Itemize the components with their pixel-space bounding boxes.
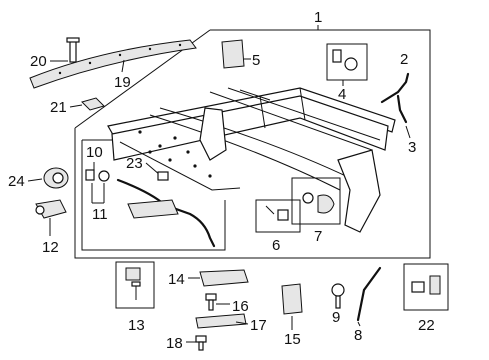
bolt-16 xyxy=(205,293,217,311)
bolt-20 xyxy=(66,37,80,63)
leader-8 xyxy=(357,321,361,327)
callout-12: 12 xyxy=(42,239,59,256)
leader-3 xyxy=(405,125,411,139)
callout-19: 19 xyxy=(114,74,131,91)
callout-23: 23 xyxy=(126,155,143,172)
callout-5: 5 xyxy=(252,52,260,69)
cable-3 xyxy=(396,94,408,124)
connector-23 xyxy=(157,171,169,181)
label-15 xyxy=(281,283,303,315)
callout-9: 9 xyxy=(332,309,340,326)
callout-7: 7 xyxy=(314,228,322,245)
weatherstrip-19 xyxy=(29,39,197,89)
clip-12 xyxy=(35,199,67,219)
arm-8 xyxy=(356,266,382,322)
push-pin-7 xyxy=(302,192,335,214)
callout-6: 6 xyxy=(272,237,280,254)
bracket-17 xyxy=(195,313,247,329)
callout-21: 21 xyxy=(50,99,67,116)
callout-17: 17 xyxy=(250,317,267,334)
callout-15: 15 xyxy=(284,331,301,348)
hinge-plate-14 xyxy=(199,269,249,287)
fastener-13 xyxy=(125,267,141,300)
fastener-11 xyxy=(85,169,110,182)
clip-4a xyxy=(332,49,342,63)
main-assembly-frame xyxy=(74,29,431,259)
harness-kit-box xyxy=(81,140,226,251)
kit-box-6 xyxy=(255,199,301,233)
leader-17 xyxy=(235,321,249,325)
callout-18: 18 xyxy=(166,335,183,352)
callout-8: 8 xyxy=(354,327,362,344)
clip-kit-box-4 xyxy=(326,43,368,81)
convertible-top-frame xyxy=(107,87,396,233)
screw-6 xyxy=(265,205,289,221)
bolt-18 xyxy=(195,335,207,351)
kit-box-13 xyxy=(115,261,155,309)
callout-11: 11 xyxy=(92,206,108,223)
callout-14: 14 xyxy=(168,271,185,288)
callout-20: 20 xyxy=(30,53,47,70)
label-5 xyxy=(221,39,245,69)
pad-21 xyxy=(81,97,105,111)
rivet-dots xyxy=(58,43,182,75)
bolt-9 xyxy=(331,283,345,309)
kit-box-7 xyxy=(291,177,341,225)
callout-10: 10 xyxy=(86,144,103,161)
clip-4b xyxy=(344,57,358,71)
callout-24: 24 xyxy=(8,173,25,190)
callout-13: 13 xyxy=(128,317,145,334)
harness-23 xyxy=(116,178,216,248)
callout-1: 1 xyxy=(314,9,322,26)
leader-24 xyxy=(27,178,43,182)
harness-bracket xyxy=(127,199,179,219)
cable-2 xyxy=(380,72,410,104)
fastener-22 xyxy=(411,275,441,295)
grommet-24 xyxy=(43,167,69,189)
leader-21 xyxy=(69,104,83,108)
callout-22: 22 xyxy=(418,317,435,334)
leader-19 xyxy=(121,59,125,73)
frame-holes xyxy=(138,130,212,178)
kit-box-22 xyxy=(403,263,449,311)
callout-4: 4 xyxy=(338,86,346,103)
callout-2: 2 xyxy=(400,51,408,68)
callout-3: 3 xyxy=(408,139,416,156)
callout-16: 16 xyxy=(232,298,249,315)
